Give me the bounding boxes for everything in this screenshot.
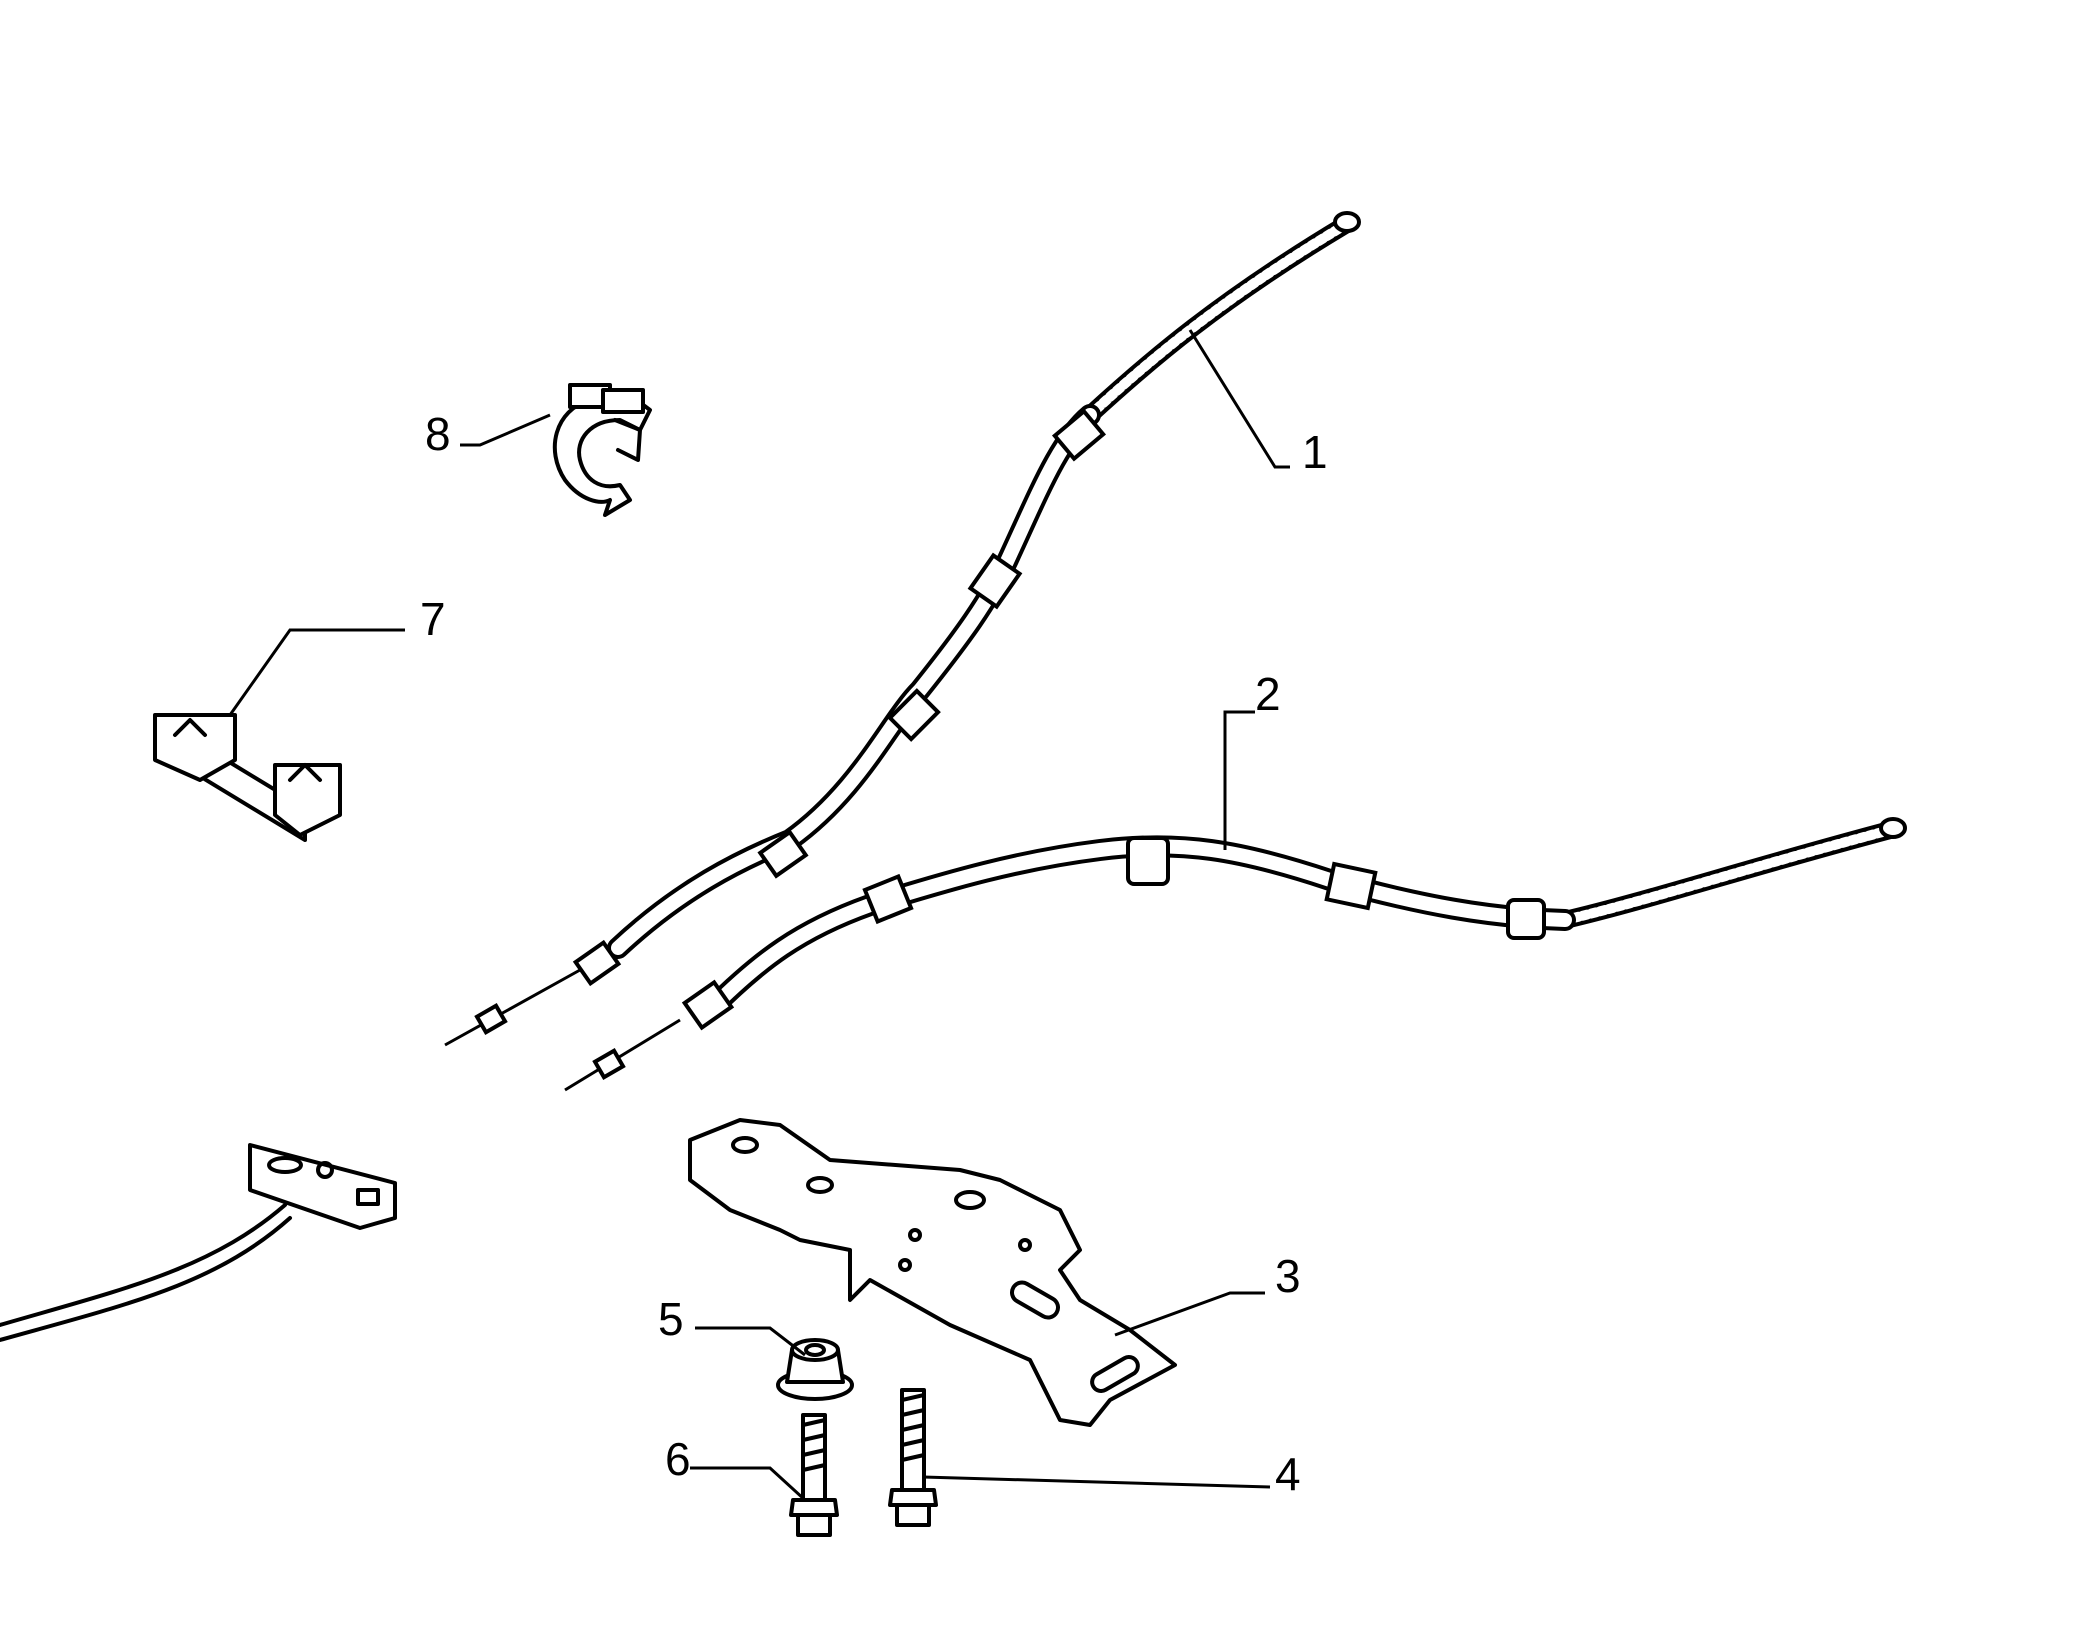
callout-4: 4 [1275,1448,1301,1500]
cable-end-bracket [0,1143,397,1342]
part-1-cable-upper [444,211,1361,1047]
part-4-bolt [888,1388,938,1527]
callout-6: 6 [665,1433,691,1485]
part-8-clamp [552,383,652,517]
callout-7: 7 [420,593,446,645]
callout-2: 2 [1255,668,1281,720]
callout-1: 1 [1302,426,1328,478]
leader-lines [228,329,1290,1502]
callout-3: 3 [1275,1250,1301,1302]
part-5-nut [776,1338,854,1401]
callout-labels: 1 2 3 4 5 6 7 8 [420,408,1328,1500]
part-7-clip [153,713,342,842]
part-2-cable-lower [564,817,1907,1092]
part-3-bracket [688,1118,1177,1427]
callout-8: 8 [425,408,451,460]
part-6-bolt [789,1413,839,1537]
callout-5: 5 [658,1293,684,1345]
